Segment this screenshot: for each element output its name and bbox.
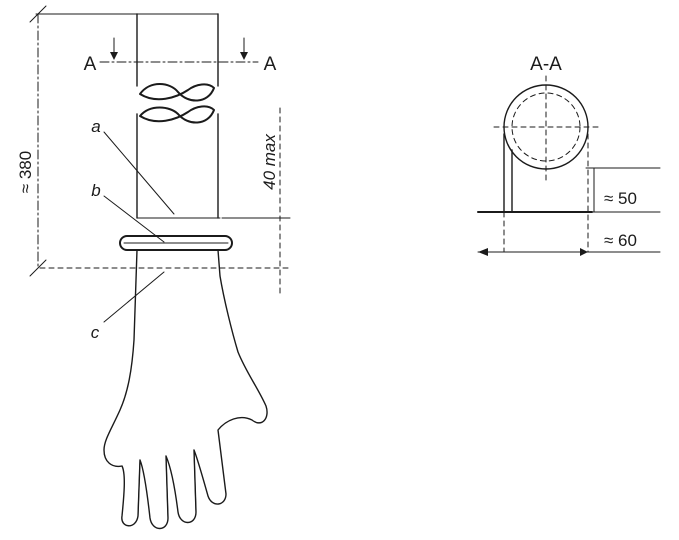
break-symbol-upper	[139, 83, 215, 102]
finger-3	[193, 449, 197, 513]
support-ring	[119, 235, 233, 251]
leader-a	[103, 131, 175, 215]
dimension-tick-bottom	[29, 259, 47, 277]
cut-arrow-left-head	[110, 52, 118, 60]
dimension-tick-top	[29, 5, 47, 23]
leader-b	[103, 195, 165, 243]
dim-60-value: ≈ 60	[604, 231, 637, 250]
dim-60-arrow-right	[580, 248, 588, 256]
section-title: A-A	[530, 54, 562, 75]
section-view: A-A ≈ 50 ≈ 60	[477, 54, 661, 256]
sleeve-tube	[136, 13, 221, 219]
leaders: a b c	[91, 117, 175, 342]
glove-outline	[103, 249, 268, 530]
finger-1	[137, 459, 141, 517]
ring-body	[119, 235, 233, 251]
dim-50-value: ≈ 50	[604, 189, 637, 208]
label-c: c	[91, 323, 100, 342]
section-cut-line: A A	[84, 37, 277, 75]
leader-c	[103, 271, 165, 323]
overall-length-value: ≈ 380	[16, 151, 35, 193]
section-mark-left: A	[84, 54, 97, 75]
glove-elevation: ≈ 380 A A 40 max	[16, 5, 291, 530]
finger-2	[165, 455, 169, 519]
break-symbol-lower	[139, 105, 215, 124]
label-b: b	[91, 181, 100, 200]
dim-60-arrow-left	[478, 248, 488, 256]
max-dimension: 40 max	[221, 107, 291, 297]
overall-length-dimension: ≈ 380	[16, 5, 219, 277]
cut-arrow-right-head	[240, 52, 248, 60]
label-a: a	[91, 117, 100, 136]
section-mark-right: A	[264, 54, 277, 75]
max-dimension-value: 40 max	[260, 134, 279, 190]
